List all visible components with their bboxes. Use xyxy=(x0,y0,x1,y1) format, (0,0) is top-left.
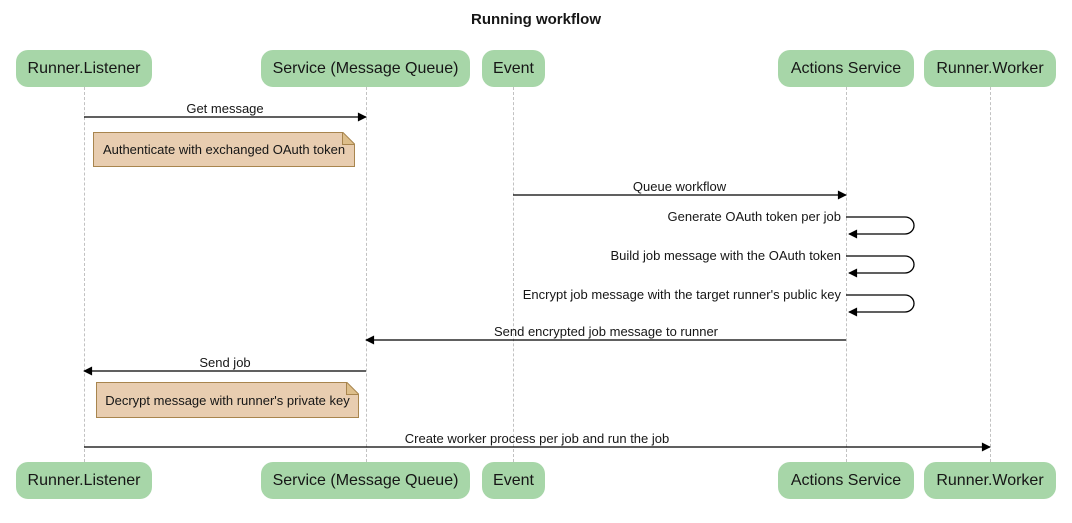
self-loop-generate-oauth-token xyxy=(846,216,915,239)
self-loop-build-job-message xyxy=(846,255,915,278)
participant-bottom-runner-worker: Runner.Worker xyxy=(924,462,1056,499)
note-decrypt-private-key: Decrypt message with runner's private ke… xyxy=(96,382,359,418)
message-label-create-worker-process: Create worker process per job and run th… xyxy=(404,431,670,446)
participant-top-runner-worker: Runner.Worker xyxy=(924,50,1056,87)
participant-bottom-runner-listener: Runner.Listener xyxy=(16,462,152,499)
participant-top-service-message-queue: Service (Message Queue) xyxy=(261,50,470,87)
lifeline-runner-listener xyxy=(84,87,85,462)
participant-top-runner-listener: Runner.Listener xyxy=(16,50,152,87)
participant-top-event: Event xyxy=(482,50,545,87)
diagram-title: Running workflow xyxy=(471,11,601,28)
message-label-queue-workflow: Queue workflow xyxy=(632,179,727,194)
participant-bottom-actions-service: Actions Service xyxy=(778,462,914,499)
participant-bottom-service-message-queue: Service (Message Queue) xyxy=(261,462,470,499)
lifeline-event xyxy=(513,87,514,462)
lifeline-runner-worker xyxy=(990,87,991,462)
note-fold-icon xyxy=(346,382,359,395)
note-authenticate-oauth: Authenticate with exchanged OAuth token xyxy=(93,132,355,167)
self-loop-encrypt-job-message xyxy=(846,294,915,317)
participant-bottom-event: Event xyxy=(482,462,545,499)
note-text: Decrypt message with runner's private ke… xyxy=(105,392,350,408)
message-label-send-encrypted-job-message: Send encrypted job message to runner xyxy=(493,324,719,339)
message-label-send-job: Send job xyxy=(199,355,251,370)
message-label-get-message: Get message xyxy=(186,101,264,116)
lifeline-actions-service xyxy=(846,87,847,462)
message-label-encrypt-job-message: Encrypt job message with the target runn… xyxy=(522,287,841,302)
lifeline-service-message-queue xyxy=(366,87,367,462)
note-text: Authenticate with exchanged OAuth token xyxy=(102,142,346,157)
note-fold-icon xyxy=(342,132,355,145)
message-label-build-job-message: Build job message with the OAuth token xyxy=(610,248,841,263)
message-label-generate-oauth-token: Generate OAuth token per job xyxy=(667,209,841,224)
participant-top-actions-service: Actions Service xyxy=(778,50,914,87)
